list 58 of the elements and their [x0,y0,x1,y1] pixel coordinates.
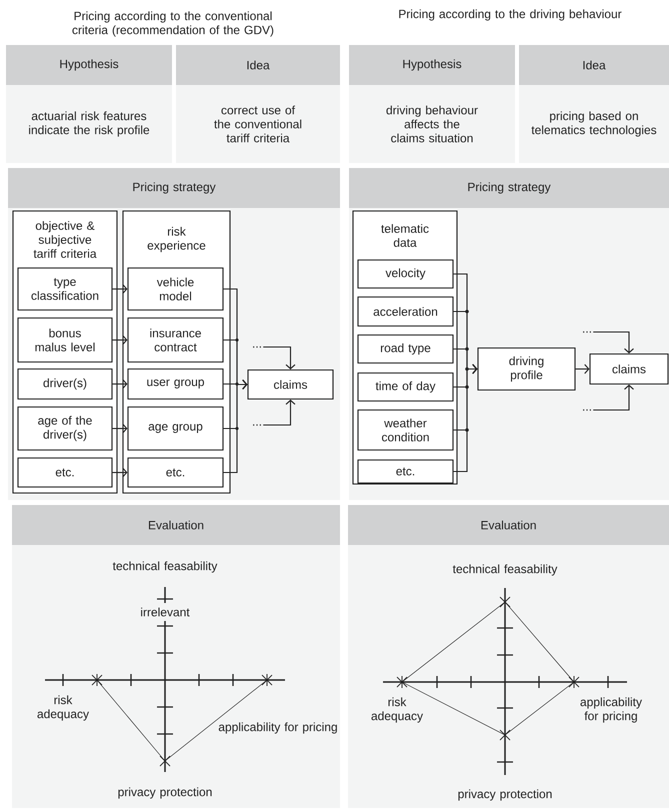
process-box: claims [247,369,334,400]
process-box: weather condition [357,409,454,451]
process-box: age group [127,406,224,451]
table-cell: actuarial risk features indicate the risk profile [6,85,172,163]
process-box: road type [357,334,454,364]
process-box: etc. [127,457,224,488]
table-cell: driving behaviour affects the claims situation [349,85,515,163]
axis-label: irrelevant [141,608,190,616]
axis-label: applicability for pricing [580,697,642,723]
arrow [112,284,128,294]
process-box: driver(s) [17,368,113,400]
panel-title: Pricing according to the conventional criteria (recommendation of the GDV) [72,11,274,37]
axis-label: privacy protection [118,787,212,799]
process-box: velocity [357,259,454,289]
ellipsis-text: ... [583,409,591,411]
process-box: age of the driver(s) [17,406,113,451]
column-header: Idea [519,45,669,85]
process-box: etc. [357,459,454,484]
arrow [112,424,128,434]
ellipsis-text: ... [253,424,261,426]
process-box: vehicle model [127,267,224,311]
arrow [263,346,296,370]
process-box: claims [589,353,669,385]
column-header: Hypothesis [6,45,172,85]
process-box: time of day [357,372,454,402]
column-header: Idea [176,45,340,85]
process-box: bonus malus level [17,317,113,363]
arrow [593,331,634,354]
axis-label: applicability for pricing [218,722,337,734]
arrow [112,468,128,478]
arrow [576,364,590,374]
section-header: Evaluation [348,505,669,545]
axis-label: technical feasability [112,561,218,573]
table-cell: correct use of the conventional tariff criteria [176,85,340,163]
panel-title: Pricing according to the driving behaviour [399,9,622,21]
section-header: Evaluation [12,505,340,545]
ellipsis-text: ... [253,346,261,348]
ellipsis-text: ... [583,331,591,333]
process-box: type classification [17,267,113,311]
arrow [112,379,128,389]
process-box: acceleration [357,296,454,327]
table-cell: pricing based on telematics technologies [519,85,669,163]
process-box: user group [127,368,224,400]
arrow [224,380,248,474]
arrow [112,335,128,345]
axis-label: privacy protection [458,789,552,801]
section-header: Pricing strategy [8,168,340,208]
column-header: Hypothesis [349,45,515,85]
axis-label: risk adequacy [371,697,423,723]
process-box: etc. [17,457,113,488]
axis-label: technical feasability [452,564,558,576]
arrow [454,364,478,472]
section-header: Pricing strategy [349,168,669,208]
axis-label: risk adequacy [37,695,89,721]
process-box: driving profile [477,347,576,391]
arrow [593,384,634,411]
process-box: insurance contract [127,317,224,363]
arrow [263,400,296,426]
